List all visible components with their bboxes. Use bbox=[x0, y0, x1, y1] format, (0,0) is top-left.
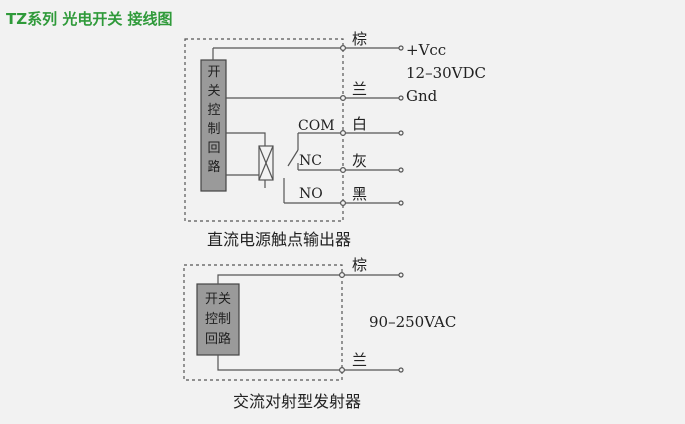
dc-terminal bbox=[340, 167, 347, 174]
dc-block-char: 关 bbox=[207, 84, 220, 99]
dc-terminal bbox=[340, 94, 347, 101]
dc-caption: 直流电源触点输出器 bbox=[207, 230, 351, 249]
dc-terminal bbox=[340, 44, 347, 51]
ac-end-terminal bbox=[398, 272, 404, 278]
ac-terminal bbox=[339, 367, 346, 374]
dc-terminal bbox=[340, 130, 347, 137]
ac-block-line: 回路 bbox=[205, 331, 231, 347]
label-gray: 灰 bbox=[352, 152, 367, 170]
dc-end-terminal bbox=[398, 95, 404, 101]
page-title: TZ系列 光电开关 接线图 bbox=[6, 10, 173, 28]
dc-control-block bbox=[200, 59, 227, 192]
label-com: COM bbox=[298, 118, 335, 134]
label-gnd: Gnd bbox=[406, 87, 438, 105]
dc-end-terminal bbox=[398, 167, 404, 173]
label-brown: 棕 bbox=[352, 30, 367, 48]
label-white: 白 bbox=[352, 115, 367, 133]
label-ac-range: 90–250VAC bbox=[369, 313, 456, 331]
switch-blade bbox=[287, 149, 299, 167]
ac-caption: 交流对射型发射器 bbox=[233, 392, 361, 411]
dc-terminal bbox=[340, 200, 347, 207]
ac-end-terminal bbox=[398, 367, 404, 373]
label-no: NO bbox=[299, 186, 323, 202]
ac-label-blue: 兰 bbox=[352, 351, 367, 369]
dc-block-label: 开 关 控 制 回 路 bbox=[207, 65, 220, 175]
ac-label-brown: 棕 bbox=[352, 256, 367, 274]
ac-circuit bbox=[183, 264, 404, 381]
ac-wire-blue bbox=[217, 355, 400, 371]
dc-block-char: 开 bbox=[207, 65, 220, 80]
label-blue: 兰 bbox=[352, 80, 367, 98]
dc-circuit bbox=[184, 38, 404, 222]
label-nc: NC bbox=[299, 153, 322, 169]
dc-end-terminal bbox=[398, 45, 404, 51]
ac-block-line: 开关 bbox=[205, 292, 231, 307]
ac-block-line: 控制 bbox=[205, 312, 231, 327]
dc-end-terminal bbox=[398, 130, 404, 136]
dc-block-char: 路 bbox=[207, 159, 220, 175]
dc-block-char: 回 bbox=[207, 141, 220, 156]
label-dc-range: 12–30VDC bbox=[406, 64, 486, 82]
dc-block-char: 控 bbox=[207, 103, 220, 118]
ac-terminal bbox=[339, 272, 346, 279]
ac-block-label: 开关 控制 回路 bbox=[205, 292, 231, 347]
relay-coil-diagonal-2 bbox=[258, 145, 274, 181]
dc-end-terminal bbox=[398, 200, 404, 206]
ac-enclosure bbox=[183, 264, 343, 381]
label-vcc: +Vcc bbox=[406, 41, 446, 59]
label-black: 黑 bbox=[352, 185, 367, 203]
dc-coil-wire-top bbox=[226, 132, 266, 146]
ac-control-block bbox=[196, 283, 240, 356]
ac-wire-brown bbox=[217, 274, 400, 284]
dc-block-char: 制 bbox=[207, 122, 220, 137]
